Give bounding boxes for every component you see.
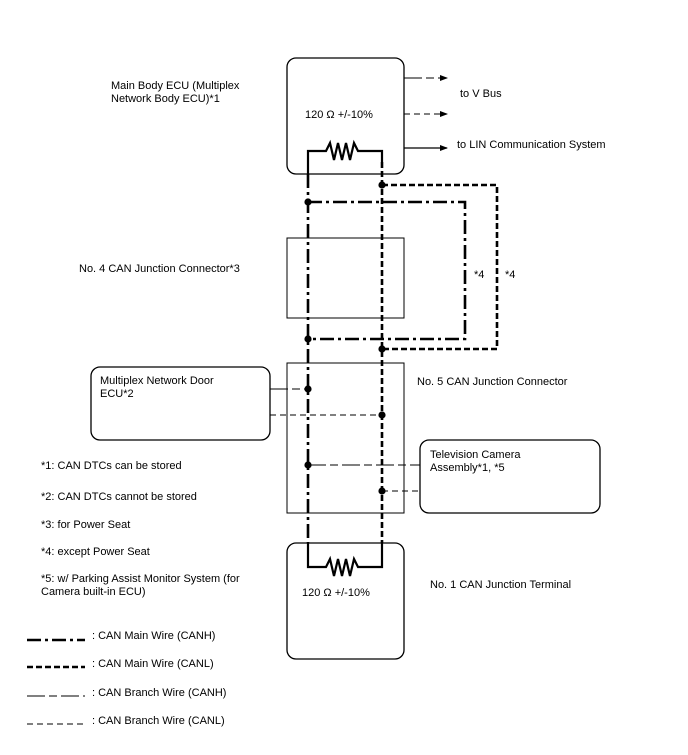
door-ecu-label: Multiplex Network Door ECU*2 [100,375,214,400]
tv-camera-box [419,439,601,514]
legend-label-branch-canh: : CAN Branch Wire (CANH) [92,687,227,699]
tv-camera-label: Television Camera Assembly*1, *5 [430,449,521,474]
junction-terminal-no1-label: No. 1 CAN Junction Terminal [430,579,572,591]
footnote-4: *4: except Power Seat [41,546,150,558]
can-branch-canl-wires [270,414,420,492]
can-main-canh-wires [306,174,467,543]
junction-no4-box [286,237,405,319]
can-main-canl-wires [380,162,499,543]
junction-no5-box [286,362,405,514]
junction-terminal-resistor-label: 120 Ω +/-10% [302,587,370,599]
junction-terminal-resistor [306,543,384,577]
main-body-resistor [306,139,384,174]
junction-no4-label: No. 4 CAN Junction Connector*3 [79,263,240,275]
legend-samples [27,638,85,725]
junction-dots [304,181,386,495]
star4-left-label: *4 [474,269,485,281]
junction-no5-label: No. 5 CAN Junction Connector [417,376,568,388]
external-arrows [404,75,448,151]
legend-label-main-canh: : CAN Main Wire (CANH) [92,630,216,642]
junction-terminal-box [286,542,405,660]
can-branch-canh-wires [270,388,420,466]
legend-label-main-canl: : CAN Main Wire (CANL) [92,658,214,670]
main-body-ecu-label: Main Body ECU (Multiplex Network Body EC… [111,80,240,105]
legend-label-branch-canl: : CAN Branch Wire (CANL) [92,715,225,727]
star4-right-label: *4 [505,269,516,281]
door-ecu-box [90,366,271,441]
footnote-5: *5: w/ Parking Assist Monitor System (fo… [41,573,240,598]
footnote-3: *3: for Power Seat [41,519,131,531]
main-body-ecu-box [286,57,405,175]
footnote-2: *2: CAN DTCs cannot be stored [41,491,197,503]
footnote-1: *1: CAN DTCs can be stored [41,460,182,472]
to-v-bus-label: to V Bus [460,88,502,100]
to-lin-label: to LIN Communication System [457,139,606,151]
main-body-resistor-label: 120 Ω +/-10% [305,109,373,121]
